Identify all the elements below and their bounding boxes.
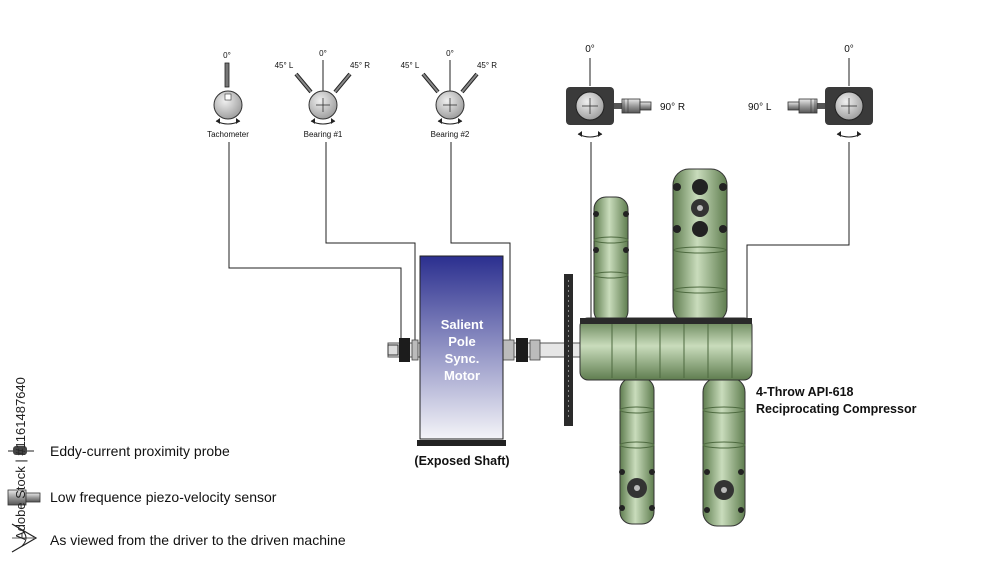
bearing2-top-angle: 0°: [446, 49, 454, 58]
bearing2-label: Bearing #2: [431, 130, 470, 139]
frame-left-side-angle: 90° R: [660, 102, 685, 113]
frame-left-sensors: 0° 90° R: [566, 44, 685, 138]
frame-left-top-angle: 0°: [585, 44, 595, 55]
compressor-label-line2: Reciprocating Compressor: [756, 402, 917, 416]
legend: Eddy-current proximity probe Low frequen…: [7, 443, 346, 553]
bearing1-sensors: 0° 45° L 45° R Bearing #1: [275, 49, 371, 139]
bearing1-left-angle: 45° L: [275, 61, 294, 70]
legend-velocity-label: Low frequence piezo-velocity sensor: [50, 489, 277, 505]
legend-view-label: As viewed from the driver to the driven …: [50, 532, 346, 548]
bearing1-right-angle: 45° R: [350, 61, 370, 70]
synchronous-motor: Salient Pole Sync. Motor (Exposed Shaft): [414, 255, 510, 468]
reciprocating-compressor: 4-Throw API-618 Reciprocating Compressor: [579, 168, 917, 527]
tachometer-sensor: 0° Tachometer: [207, 51, 249, 139]
bearing2-sensors: 0° 45° L 45° R Bearing #2: [401, 49, 498, 139]
frame-right-side-angle: 90° L: [748, 102, 772, 113]
flywheel: [564, 274, 573, 426]
tachometer-label: Tachometer: [207, 130, 249, 139]
motor-label-line1: Salient: [441, 317, 484, 332]
tachometer-angle-label: 0°: [223, 51, 231, 60]
motor-label-line2: Pole: [448, 334, 475, 349]
bearing2-left-angle: 45° L: [401, 61, 420, 70]
velocity-sensor-icon: [7, 489, 41, 506]
bearing1-top-angle: 0°: [319, 49, 327, 58]
motor-label-line3: Sync.: [445, 351, 480, 366]
bearing1-label: Bearing #1: [304, 130, 343, 139]
frame-right-sensors: 0° 90° L: [748, 44, 873, 138]
bearing2-right-angle: 45° R: [477, 61, 497, 70]
motor-label-line4: Motor: [444, 368, 480, 383]
viewing-direction-icon: [11, 523, 38, 553]
motor-caption: (Exposed Shaft): [414, 454, 509, 468]
signal-wires: [228, 142, 850, 340]
compressor-label-line1: 4-Throw API-618: [756, 385, 854, 399]
watermark-text: Adobe Stock | #1161487640: [13, 377, 28, 540]
frame-right-top-angle: 0°: [844, 44, 854, 55]
legend-probe-label: Eddy-current proximity probe: [50, 443, 230, 459]
proximity-probe-icon: [8, 446, 34, 455]
